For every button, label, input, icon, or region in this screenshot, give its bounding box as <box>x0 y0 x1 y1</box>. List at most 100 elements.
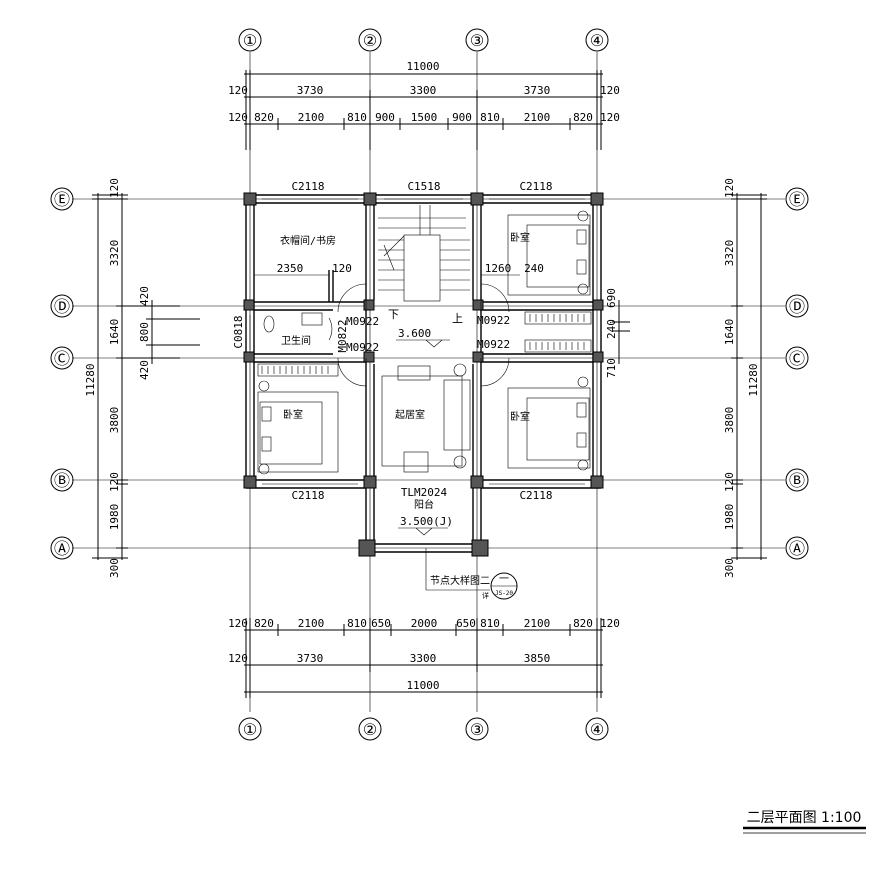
level-marks: 3.600 3.500(J) 下 上 <box>388 308 463 536</box>
axis-label: Ⓑ <box>54 471 70 490</box>
stair-down: 下 <box>388 308 399 321</box>
detail-callout: 节点大样图二 一 JS-20 详 <box>425 548 518 600</box>
axis-label: Ⓑ <box>789 471 805 490</box>
axis-label: Ⓐ <box>789 539 805 558</box>
room-bath: 卫生间 <box>281 334 311 347</box>
axis-bubbles-left: Ⓔ Ⓓ Ⓒ Ⓑ Ⓐ <box>50 187 74 560</box>
level-mark: 3.500(J) <box>400 515 453 528</box>
svg-text:240: 240 <box>605 319 618 339</box>
axis-label: ① <box>243 31 257 50</box>
svg-text:3800: 3800 <box>723 407 736 434</box>
room-labels: 衣帽间/书房 卫生间 卧室 卧室 卧室 起居室 阳台 <box>280 231 530 511</box>
svg-text:1640: 1640 <box>723 319 736 346</box>
svg-text:11280: 11280 <box>747 363 760 396</box>
door-label: M0922 <box>346 341 379 354</box>
dims-right <box>612 193 767 560</box>
svg-text:650: 650 <box>371 617 391 630</box>
dims-bottom <box>244 618 603 698</box>
svg-text:690: 690 <box>605 288 618 308</box>
furniture <box>257 210 592 475</box>
room-study: 衣帽间/书房 <box>280 234 336 247</box>
axis-label: Ⓓ <box>789 297 805 316</box>
room-bed: 卧室 <box>283 408 303 421</box>
axis-bubbles-right: Ⓔ Ⓓ Ⓒ Ⓑ Ⓐ <box>785 187 809 560</box>
level-mark: 3.600 <box>398 327 431 340</box>
door-label: M0922 <box>346 315 379 328</box>
svg-text:810: 810 <box>347 111 367 124</box>
window-label: C0818 <box>232 315 245 348</box>
svg-text:3320: 3320 <box>723 240 736 267</box>
dims-top-text: 11000 120 3730 3300 3730 120 120 820 210… <box>228 60 620 124</box>
svg-text:3320: 3320 <box>108 240 121 267</box>
svg-text:1500: 1500 <box>411 111 438 124</box>
svg-text:300: 300 <box>723 558 736 578</box>
door-label: TLM2024 <box>401 486 448 499</box>
svg-text:2350: 2350 <box>277 262 304 275</box>
dim-total: 11000 <box>406 679 439 692</box>
svg-text:810: 810 <box>347 617 367 630</box>
svg-text:820: 820 <box>254 111 274 124</box>
window-label: C1518 <box>407 180 440 193</box>
room-balcony: 阳台 <box>414 498 434 511</box>
dims-bottom-text: 120 820 2100 810 650 2000 650 810 2100 8… <box>228 617 620 692</box>
detail-label: 节点大样图二 <box>430 574 490 587</box>
svg-text:120: 120 <box>600 111 620 124</box>
dims-top <box>244 70 603 150</box>
svg-text:650: 650 <box>456 617 476 630</box>
svg-text:11280: 11280 <box>84 363 97 396</box>
axis-label: ④ <box>590 720 604 739</box>
stair-up: 上 <box>452 312 463 325</box>
dims-left-text: 11280 120 3320 1640 3800 120 1980 300 42… <box>84 178 151 578</box>
svg-text:3300: 3300 <box>410 652 437 665</box>
svg-text:120: 120 <box>332 262 352 275</box>
doors <box>328 283 510 387</box>
svg-text:120: 120 <box>228 652 248 665</box>
svg-text:810: 810 <box>480 111 500 124</box>
svg-text:2000: 2000 <box>411 617 438 630</box>
svg-text:3730: 3730 <box>297 652 324 665</box>
room-living: 起居室 <box>395 408 425 421</box>
door-label: M0822 <box>336 319 349 352</box>
window-label: C2118 <box>291 489 324 502</box>
axis-bubbles-bottom: ① ② ③ ④ <box>238 717 609 741</box>
detail-sub: 详 <box>482 591 489 600</box>
room-bed: 卧室 <box>510 410 530 423</box>
svg-text:3800: 3800 <box>108 407 121 434</box>
svg-text:120: 120 <box>108 178 121 198</box>
svg-text:240: 240 <box>524 262 544 275</box>
svg-text:1640: 1640 <box>108 319 121 346</box>
windows <box>249 198 585 485</box>
svg-text:900: 900 <box>452 111 472 124</box>
axis-label: ④ <box>590 31 604 50</box>
svg-text:2100: 2100 <box>298 617 325 630</box>
internal-dims: 2350 120 1260 240 <box>254 262 544 276</box>
svg-text:3300: 3300 <box>410 84 437 97</box>
door-labels: M0922 M0822 M0922 M0922 M0922 TLM2024 <box>336 314 510 499</box>
walls <box>245 194 602 553</box>
svg-text:900: 900 <box>375 111 395 124</box>
axis-label: ② <box>363 720 377 739</box>
svg-text:1980: 1980 <box>723 504 736 531</box>
svg-text:3850: 3850 <box>524 652 551 665</box>
svg-text:1260: 1260 <box>485 262 512 275</box>
window-label: C2118 <box>519 489 552 502</box>
axis-label: Ⓒ <box>54 349 70 368</box>
axis-label: ③ <box>470 720 484 739</box>
svg-text:820: 820 <box>573 111 593 124</box>
detail-ref: JS-20 <box>495 590 513 597</box>
svg-text:1980: 1980 <box>108 504 121 531</box>
detail-num: 一 <box>499 574 509 585</box>
svg-text:120: 120 <box>600 617 620 630</box>
page-title: 二层平面图 1:100 <box>747 810 862 826</box>
window-label: C2118 <box>519 180 552 193</box>
svg-text:300: 300 <box>108 558 121 578</box>
dim-total: 11000 <box>406 60 439 73</box>
svg-text:120: 120 <box>723 472 736 492</box>
svg-text:120: 120 <box>108 472 121 492</box>
svg-text:420: 420 <box>138 360 151 380</box>
svg-text:3730: 3730 <box>524 84 551 97</box>
axis-label: Ⓐ <box>54 539 70 558</box>
axis-bubbles-top: ① ② ③ ④ <box>238 28 609 52</box>
columns <box>243 192 604 557</box>
